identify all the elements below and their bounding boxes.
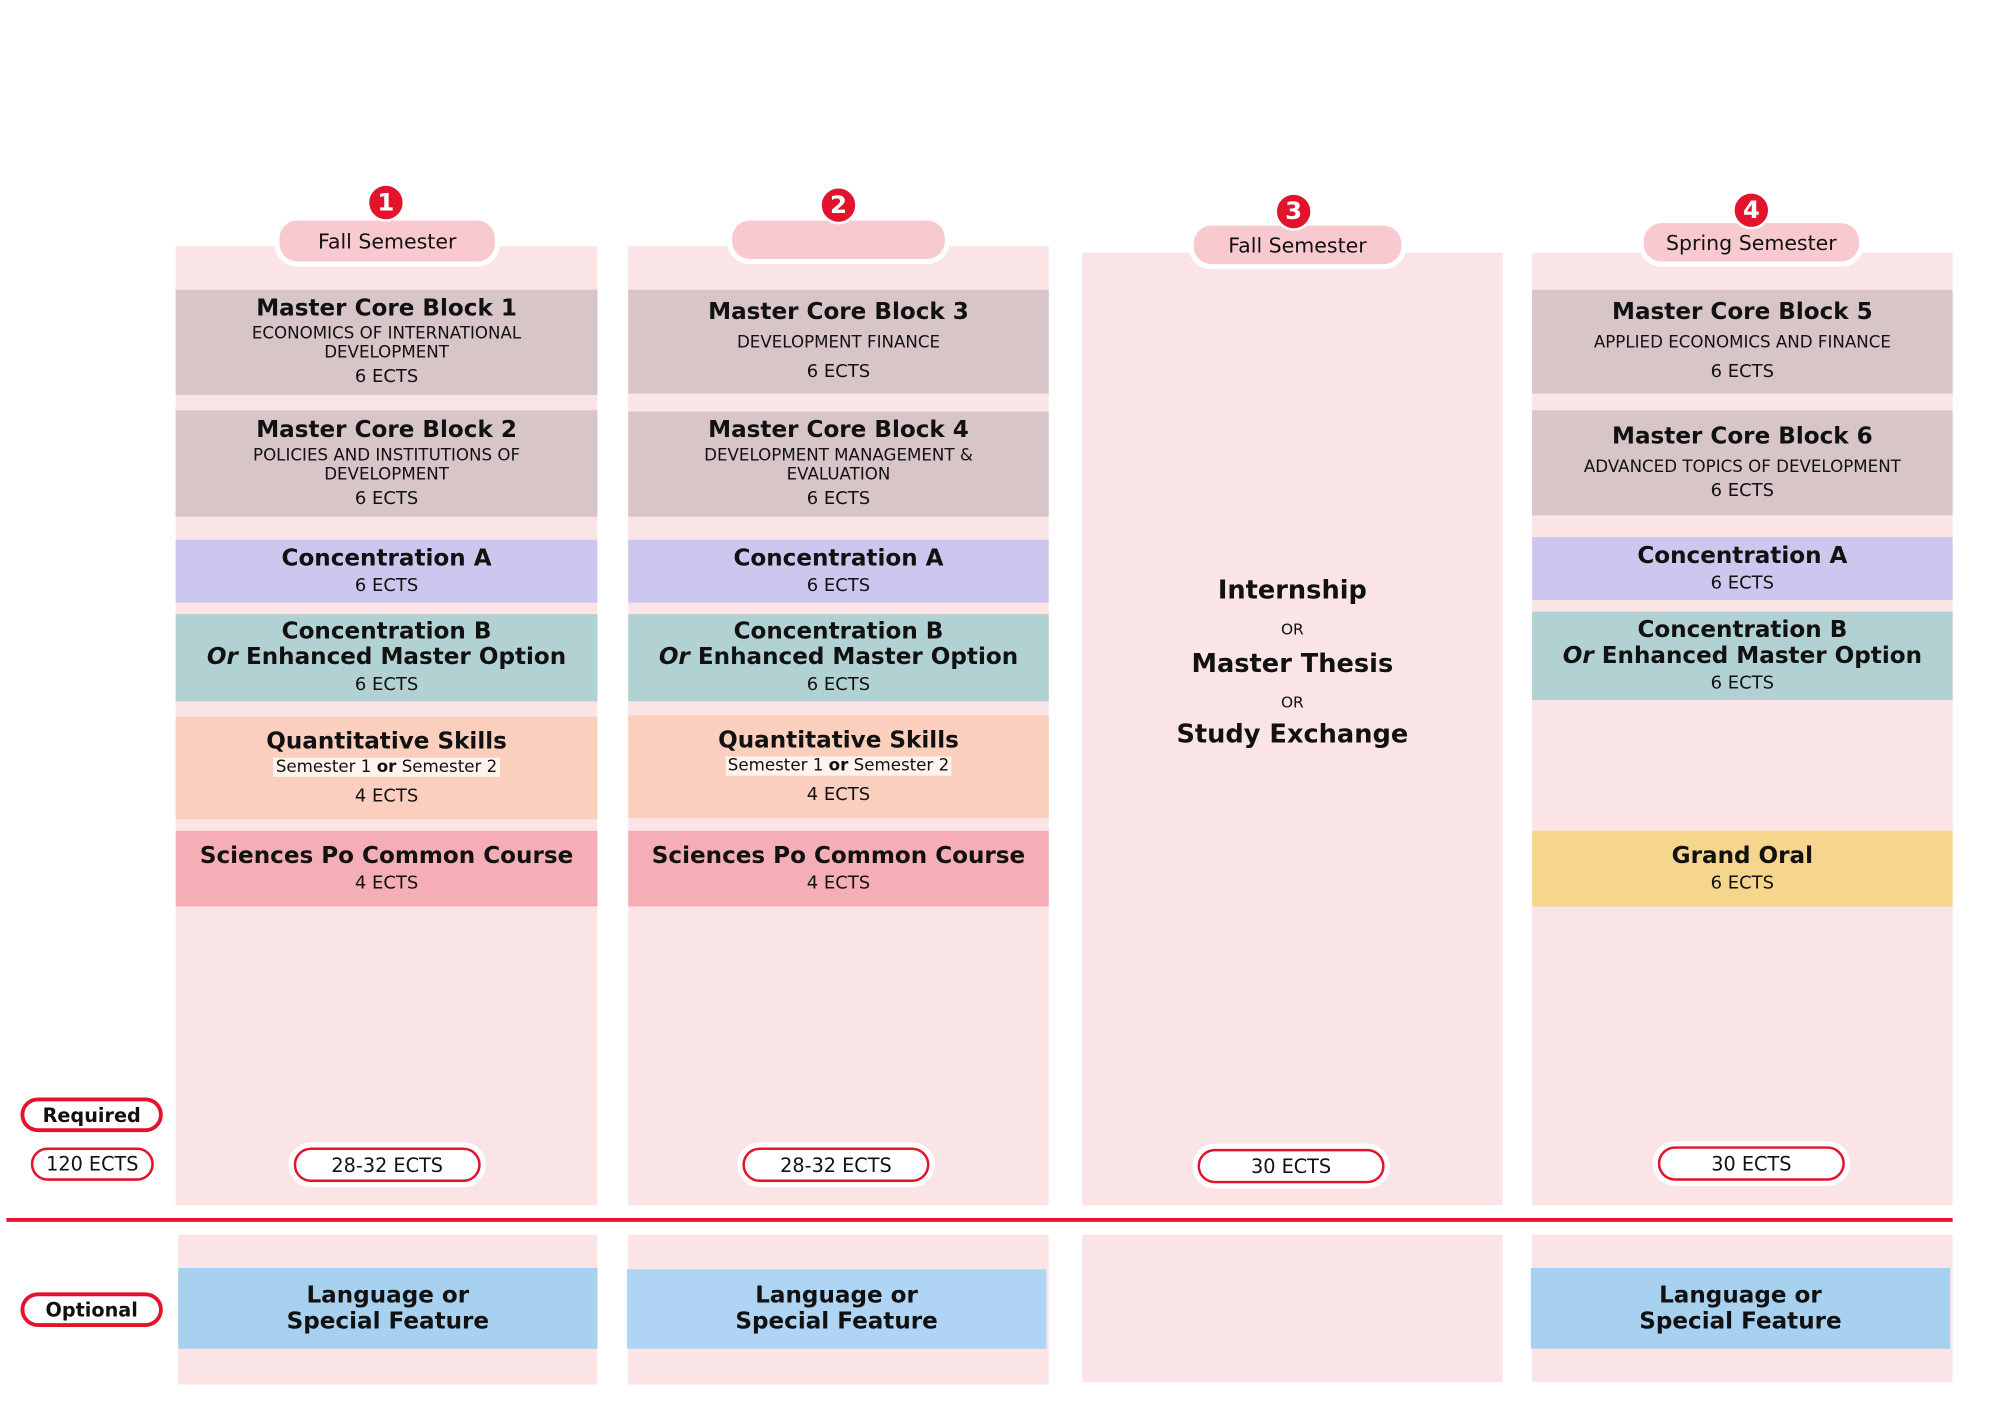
block-ects: 6 ECTS [354,575,419,596]
block-title: Concentration A [733,544,944,572]
semester-1-option: Semester 1 [275,757,372,777]
semester-1-total-ects: 28-32 ECTS [288,1142,486,1188]
semester-4-number-badge: 4 [1732,191,1771,230]
block-title: Master Core Block 4 [708,416,969,444]
or-label: Or [658,643,690,671]
or-separator: OR [1280,693,1304,712]
block-title: Master Core Block 6 [1612,422,1873,450]
block-ects: 6 ECTS [1710,872,1775,893]
block-title: Grand Oral [1671,841,1814,869]
block-title-line-1: Language or [1659,1281,1822,1309]
semester-3-optional-column [1082,1234,1503,1383]
semester-2-total-ects: 28-32 ECTS [737,1142,935,1188]
block-subtitle: DEVELOPMENT MANAGEMENT & EVALUATION [704,446,973,485]
block-title-line-1: Language or [755,1282,918,1310]
block-title: Master Core Block 5 [1612,298,1873,326]
master-core-block-6: Master Core Block 6 ADVANCED TOPICS OF D… [1532,410,1953,516]
study-exchange-option: Study Exchange [1176,717,1409,749]
block-title: Master Core Block 1 [256,294,517,322]
block-ects: 6 ECTS [1710,361,1775,383]
semester-3-total-ects: 30 ECTS [1192,1143,1390,1189]
or-label: or [828,755,849,776]
block-subtitle: APPLIED ECONOMICS AND FINANCE [1593,333,1891,353]
required-label: Required [20,1097,163,1133]
grand-oral-block: Grand Oral 6 ECTS [1532,830,1953,907]
block-ects: 6 ECTS [1710,480,1775,501]
semester-2-option: Semester 2 [853,755,950,776]
block-ects: 4 ECTS [354,785,419,806]
block-subtitle: ECONOMICS OF INTERNATIONAL DEVELOPMENT [251,324,522,363]
concentration-b-block: Concentration B Or Enhanced Master Optio… [175,614,598,702]
block-title: Concentration B [281,617,492,645]
concentration-b-block: Concentration B Or Enhanced Master Optio… [1532,611,1953,701]
concentration-a-block: Concentration A 6 ECTS [1532,537,1953,601]
or-label: Or [1562,641,1594,669]
block-subtitle: POLICIES AND INSTITUTIONS OF DEVELOPMENT [253,445,521,484]
master-core-block-2: Master Core Block 2 POLICIES AND INSTITU… [175,410,598,517]
enhanced-option-label: Enhanced Master Option [1601,641,1923,669]
semester-1-number-badge: 1 [366,183,406,222]
block-ects: 6 ECTS [806,575,871,596]
block-ects: 6 ECTS [1710,572,1775,593]
block-title-line-2: Special Feature [286,1307,490,1335]
block-title: Master Core Block 3 [708,298,969,326]
block-ects: 4 ECTS [354,872,419,893]
block-ects: 6 ECTS [354,366,419,388]
language-special-feature-block: Language or Special Feature [178,1267,598,1349]
required-optional-divider [6,1217,1953,1222]
or-label: or [376,757,397,777]
block-title-line-2: Special Feature [735,1307,938,1335]
semester-3-number-badge: 3 [1274,192,1313,231]
concentration-a-block: Concentration A 6 ECTS [628,539,1049,603]
common-course-block: Sciences Po Common Course 4 ECTS [628,830,1049,907]
master-core-block-5: Master Core Block 5 APPLIED ECONOMICS AN… [1532,289,1953,394]
internship-option: Internship [1217,574,1367,606]
concentration-a-block: Concentration A 6 ECTS [175,539,598,603]
master-thesis-option: Master Thesis [1191,647,1394,679]
block-title: Master Core Block 2 [256,416,517,443]
block-ects: 4 ECTS [806,872,871,893]
block-title: Quantitative Skills [266,727,507,755]
block-ects: 6 ECTS [1710,672,1775,693]
enhanced-option-label: Enhanced Master Option [245,643,567,671]
language-special-feature-block: Language or Special Feature [1530,1267,1951,1349]
block-title: Concentration A [1637,541,1848,569]
semester-2-option: Semester 2 [401,757,498,777]
language-special-feature-block: Language or Special Feature [626,1269,1047,1349]
block-title: Sciences Po Common Course [651,841,1026,869]
required-total-ects: 120 ECTS [30,1147,154,1181]
block-ects: 6 ECTS [806,674,871,695]
block-subtitle: DEVELOPMENT FINANCE [736,333,940,353]
enhanced-option-label: Enhanced Master Option [697,643,1019,671]
block-title-line-1: Language or [306,1281,470,1309]
semester-4-column [1532,252,1953,1206]
block-title: Quantitative Skills [718,726,959,754]
semester-3-column [1082,252,1503,1206]
block-title: Concentration B [1637,616,1848,643]
block-ects: 6 ECTS [354,674,419,695]
quantitative-skills-block: Quantitative Skills Semester 1 or Semest… [175,716,598,820]
semester-2-number-badge: 2 [819,185,858,225]
semester-1-label: Fall Semester [274,215,501,267]
block-ects: 4 ECTS [806,784,871,805]
or-separator: OR [1280,620,1304,639]
master-core-block-1: Master Core Block 1 ECONOMICS OF INTERNA… [175,289,598,395]
optional-label: Optional [20,1292,163,1327]
block-title: Sciences Po Common Course [199,841,574,869]
or-label: Or [206,643,238,671]
block-title-line-2: Special Feature [1639,1307,1842,1335]
concentration-b-block: Concentration B Or Enhanced Master Optio… [628,614,1049,702]
semester-1-option: Semester 1 [727,755,824,776]
master-core-block-3: Master Core Block 3 DEVELOPMENT FINANCE … [628,289,1049,394]
common-course-block: Sciences Po Common Course 4 ECTS [175,830,598,907]
block-ects: 6 ECTS [806,361,871,383]
master-core-block-4: Master Core Block 4 DEVELOPMENT MANAGEME… [628,411,1049,517]
quantitative-skills-block: Quantitative Skills Semester 1 or Semest… [628,715,1049,818]
block-title: Concentration B [733,617,944,645]
block-title: Concentration A [281,544,492,572]
block-subtitle: ADVANCED TOPICS OF DEVELOPMENT [1583,457,1901,477]
block-ects: 6 ECTS [806,488,871,509]
semester-4-total-ects: 30 ECTS [1652,1141,1851,1186]
block-ects: 6 ECTS [354,487,419,509]
